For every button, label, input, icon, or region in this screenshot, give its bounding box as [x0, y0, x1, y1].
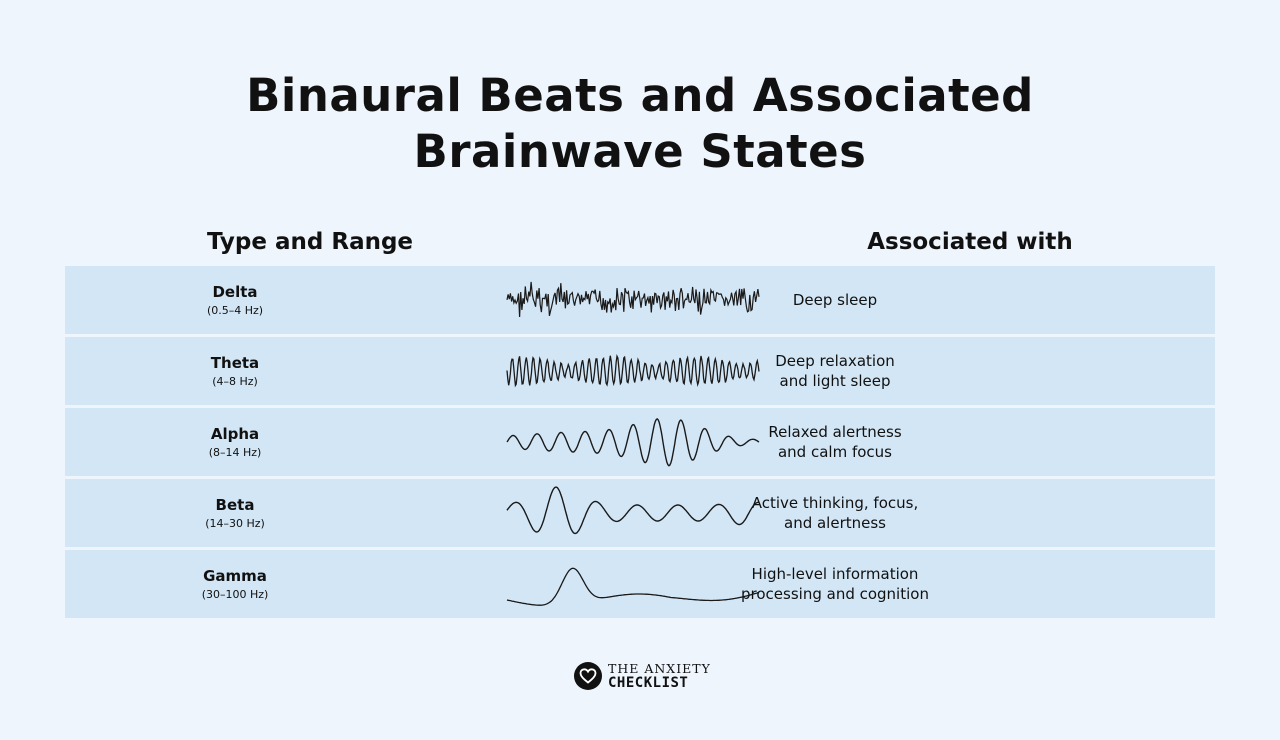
associated-cell: Active thinking, focus, and alertness	[700, 479, 970, 547]
beta-waveform	[506, 486, 759, 535]
associated-line-1: Active thinking, focus,	[751, 494, 919, 512]
type-cell: Alpha (8–14 Hz)	[100, 408, 370, 476]
wave-name: Alpha	[210, 424, 260, 443]
table-row-gamma: Gamma (30–100 Hz) High-level information…	[65, 550, 1215, 618]
title-line-2: Brainwave States	[413, 125, 867, 178]
wave-name: Delta	[212, 282, 258, 301]
logo-line-1: THE ANXIETY	[608, 661, 711, 676]
type-cell: Gamma (30–100 Hz)	[100, 550, 370, 618]
waveform-line	[506, 281, 760, 318]
wave-range: (4–8 Hz)	[212, 374, 258, 388]
waveform-line	[506, 567, 760, 606]
wave-name: Beta	[215, 495, 255, 514]
table-row-beta: Beta (14–30 Hz) Active thinking, focus, …	[65, 479, 1215, 547]
waveform-line	[506, 417, 760, 467]
logo-line-2: CHECKLIST	[608, 675, 689, 691]
table-row-alpha: Alpha (8–14 Hz) Relaxed alertness and ca…	[65, 408, 1215, 476]
theta-waveform	[506, 353, 760, 388]
heart-icon	[574, 662, 602, 690]
page-title: Binaural Beats and Associated Brainwave …	[0, 68, 1280, 180]
wave-range: (30–100 Hz)	[201, 587, 269, 601]
associated-line-2: processing and cognition	[741, 585, 929, 603]
column-header-type: Type and Range	[206, 229, 414, 255]
associated-line-2: and light sleep	[779, 372, 891, 390]
brand-logo: THE ANXIETY CHECKLIST	[574, 660, 711, 692]
associated-line-1: Deep relaxation	[775, 352, 895, 370]
associated-cell: Deep sleep	[700, 266, 970, 334]
alpha-waveform	[506, 417, 760, 467]
wave-name: Theta	[210, 353, 260, 372]
wave-range: (14–30 Hz)	[205, 516, 265, 530]
delta-waveform	[506, 281, 760, 318]
gamma-waveform	[506, 567, 760, 606]
title-line-1: Binaural Beats and Associated	[246, 69, 1034, 122]
type-cell: Beta (14–30 Hz)	[100, 479, 370, 547]
associated-cell: Deep relaxation and light sleep	[700, 337, 970, 405]
type-cell: Delta (0.5–4 Hz)	[100, 266, 370, 334]
wave-range: (0.5–4 Hz)	[206, 303, 264, 317]
associated-cell: High-level information processing and co…	[700, 550, 970, 618]
associated-line-2: and alertness	[784, 514, 886, 532]
wave-name: Gamma	[203, 566, 267, 585]
associated-line-1: Relaxed alertness	[768, 423, 902, 441]
associated-line-1: High-level information	[751, 565, 919, 583]
brainwave-table: Delta (0.5–4 Hz) Deep sleep Theta (4–8 H…	[65, 266, 1215, 621]
associated-line-2: and calm focus	[777, 443, 892, 461]
table-row-delta: Delta (0.5–4 Hz) Deep sleep	[65, 266, 1215, 334]
waveform-line	[506, 486, 759, 535]
associated-cell: Relaxed alertness and calm focus	[700, 408, 970, 476]
table-row-theta: Theta (4–8 Hz) Deep relaxation and light…	[65, 337, 1215, 405]
type-cell: Theta (4–8 Hz)	[100, 337, 370, 405]
wave-range: (8–14 Hz)	[208, 445, 262, 459]
column-header-associated: Associated with	[867, 229, 1073, 255]
associated-line-1: Deep sleep	[792, 291, 878, 309]
waveform-line	[506, 353, 760, 388]
